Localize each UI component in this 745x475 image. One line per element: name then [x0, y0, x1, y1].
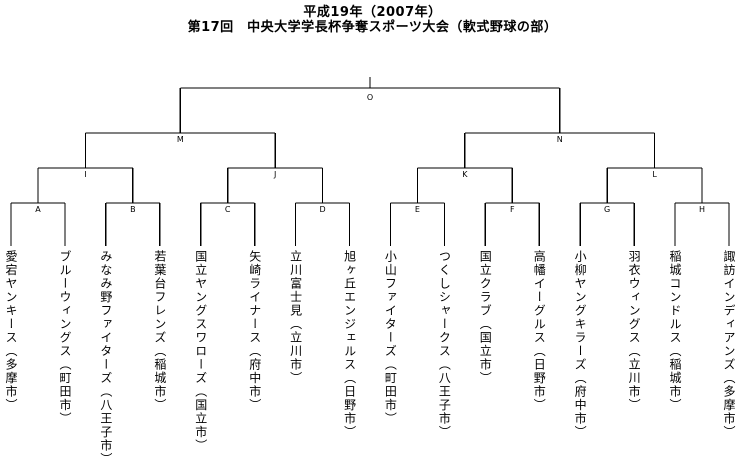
match-label: D: [319, 205, 325, 214]
team-name: 愛宕ヤンキース（多摩市）: [4, 250, 18, 412]
match-label: I: [84, 170, 86, 179]
match-label: H: [699, 205, 705, 214]
match-label: F: [510, 205, 515, 214]
team-name: ブルーウィングス（町田市）: [58, 250, 72, 426]
page-title: 平成19年（2007年） 第17回 中央大学学長杯争奪スポーツ大会（軟式野球の部…: [0, 5, 745, 35]
team-name: 諏訪インディアンズ（多摩市）: [722, 250, 736, 439]
team-name: 国立ヤングスワローズ（国立市）: [193, 250, 208, 453]
team-name: 立川富士見（立川市）: [288, 250, 303, 385]
team-name: 稲城コンドルス（稲城市）: [668, 250, 682, 412]
match-label: G: [604, 205, 610, 214]
title-year: 平成19年（2007年）: [303, 5, 442, 20]
match-label: L: [652, 170, 657, 179]
team-name: みなみ野ファイターズ（八王子市）: [98, 250, 113, 466]
team-name: 国立クラブ（国立市）: [478, 250, 493, 385]
match-label: N: [557, 135, 563, 144]
match-label: E: [415, 205, 420, 214]
match-label: C: [225, 205, 231, 214]
match-label: M: [177, 135, 184, 144]
match-label: B: [130, 205, 136, 214]
team-name: 羽衣ウィングス（立川市）: [627, 250, 642, 412]
title-tournament: 第17回 中央大学学長杯争奪スポーツ大会（軟式野球の部）: [187, 20, 558, 35]
team-name: 高幡イーグルス（日野市）: [532, 250, 547, 412]
match-label: J: [273, 170, 276, 179]
team-name: 小柳ヤングキラーズ（府中市）: [573, 250, 588, 439]
team-name: 小山ファイターズ（町田市）: [383, 250, 398, 426]
match-label: O: [367, 93, 373, 102]
team-name: 若葉台フレンズ（稲城市）: [152, 250, 167, 412]
match-label: A: [35, 205, 41, 214]
team-name: 矢崎ライナース（府中市）: [247, 250, 262, 412]
team-name: 旭ヶ丘エンジェルス（日野市）: [342, 250, 357, 439]
team-name: つくしシャークス（八王子市）: [437, 250, 452, 439]
match-label: K: [462, 170, 468, 179]
